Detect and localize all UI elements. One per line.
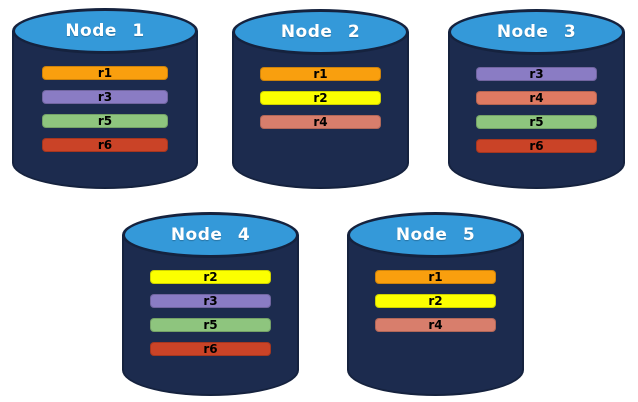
- replica-list: r1 r2 r4: [375, 270, 496, 342]
- replica-bar: r3: [41, 90, 169, 104]
- cylinder-body: [232, 32, 409, 189]
- cylinder-top: Node 3: [448, 9, 625, 55]
- cylinder-top: Node 5: [347, 212, 524, 258]
- replica-list: r1 r3 r5 r6: [41, 66, 169, 162]
- node-title: Node 5: [395, 225, 476, 245]
- node-title: Node 1: [65, 21, 145, 41]
- replica-bar: r2: [375, 294, 496, 308]
- node-3-cylinder: Node 3 r3 r4 r5 r6: [448, 9, 625, 189]
- replica-list: r1 r2 r4: [260, 67, 381, 139]
- replica-label: r1: [428, 270, 443, 284]
- replica-bar: r3: [476, 67, 597, 81]
- cylinder-body: [448, 32, 625, 189]
- node-4-cylinder: Node 4 r2 r3 r5 r6: [122, 212, 299, 396]
- replica-bar: r1: [260, 67, 381, 81]
- replica-bar: r5: [41, 114, 169, 128]
- replica-bar: r4: [375, 318, 496, 332]
- replica-label: r2: [313, 91, 328, 105]
- replica-label: r3: [97, 90, 113, 104]
- replica-label: r5: [203, 318, 218, 332]
- node-2-cylinder: Node 2 r1 r2 r4: [232, 9, 409, 189]
- cylinder-top: Node 2: [232, 9, 409, 55]
- node-5-cylinder: Node 5 r1 r2 r4: [347, 212, 524, 396]
- replica-label: r2: [203, 270, 218, 284]
- cylinder-top: Node 4: [122, 212, 299, 258]
- replica-label: r5: [529, 115, 544, 129]
- replica-bar: r3: [150, 294, 271, 308]
- replica-bar: r6: [150, 342, 271, 356]
- node-title: Node 4: [170, 225, 251, 245]
- replica-list: r2 r3 r5 r6: [150, 270, 271, 366]
- replica-bar: r2: [150, 270, 271, 284]
- replica-bar: r4: [476, 91, 597, 105]
- replica-bar: r6: [476, 139, 597, 153]
- replica-label: r3: [203, 294, 218, 308]
- cylinder-body: [347, 235, 524, 396]
- node-1-cylinder: Node 1 r1 r3 r5 r6: [12, 8, 198, 189]
- replica-bar: r1: [375, 270, 496, 284]
- replica-label: r6: [203, 342, 218, 356]
- cylinder-body: [122, 235, 299, 396]
- replica-label: r2: [428, 294, 443, 308]
- replica-label: r4: [313, 115, 328, 129]
- replica-bar: r6: [41, 138, 169, 152]
- node-title: Node 2: [280, 22, 361, 42]
- replica-label: r4: [529, 91, 544, 105]
- replica-label: r5: [97, 114, 113, 128]
- replica-label: r6: [97, 138, 113, 152]
- cylinder-body: [12, 31, 198, 189]
- replica-label: r3: [529, 67, 544, 81]
- replica-label: r1: [313, 67, 328, 81]
- replica-label: r6: [529, 139, 544, 153]
- replica-bar: r5: [476, 115, 597, 129]
- replica-bar: r5: [150, 318, 271, 332]
- replica-bar: r1: [41, 66, 169, 80]
- node-title: Node 3: [496, 22, 577, 42]
- cylinder-top: Node 1: [12, 8, 198, 54]
- replica-bar: r2: [260, 91, 381, 105]
- replica-label: r4: [428, 318, 443, 332]
- replica-bar: r4: [260, 115, 381, 129]
- replica-label: r1: [97, 66, 113, 80]
- replica-list: r3 r4 r5 r6: [476, 67, 597, 163]
